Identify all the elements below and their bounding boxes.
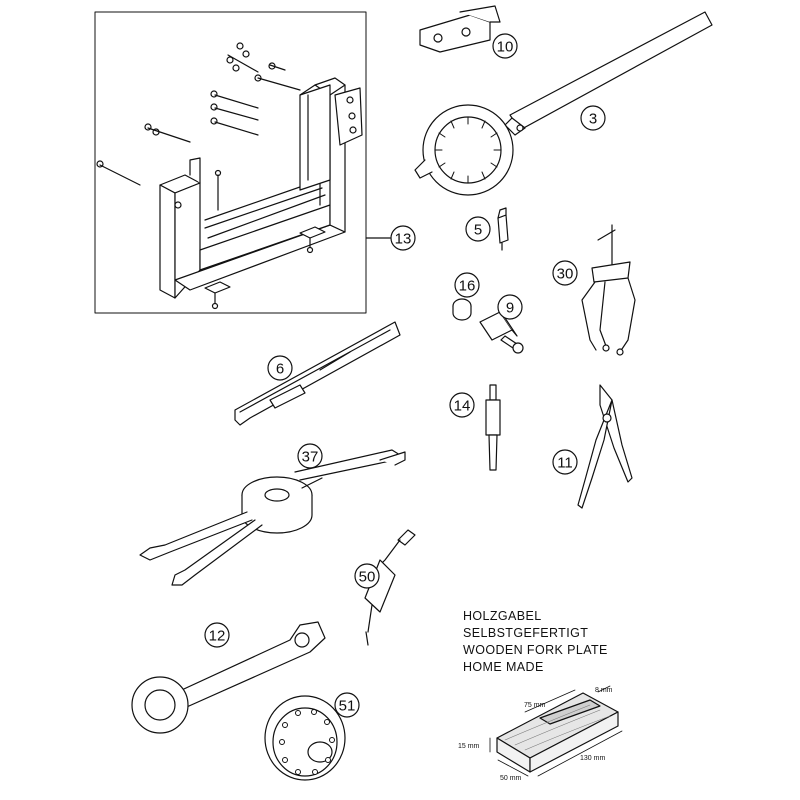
- svg-text:9: 9: [506, 300, 514, 317]
- tool-5-pin: 5: [465, 207, 509, 251]
- callout-37: 37: [297, 443, 323, 469]
- callout-9: 9: [497, 294, 523, 320]
- dim-height: 15 mm: [458, 743, 480, 750]
- engine-stand-frame-box: [94, 11, 367, 314]
- note-line-3: WOODEN FORK PLATE: [463, 643, 608, 657]
- svg-text:51: 51: [339, 698, 356, 715]
- callout-3: 3: [580, 105, 606, 131]
- engine-stand-bolts: [96, 42, 301, 211]
- tool-3-clutch-holder: 3: [414, 11, 713, 196]
- callout-6: 6: [267, 355, 293, 381]
- callout-51: 51: [334, 692, 360, 718]
- tool-16-sleeve: 16: [452, 272, 480, 321]
- svg-text:10: 10: [497, 39, 514, 56]
- tool-30-puller: 30: [552, 224, 636, 356]
- svg-text:6: 6: [276, 361, 284, 378]
- callout-13: 13: [390, 225, 416, 251]
- tool-14-extractor: 14: [449, 384, 501, 471]
- tool-6-gauge: 6: [234, 321, 401, 426]
- note-line-2: SELBSTGEFERTIGT: [463, 626, 588, 640]
- callout-14: 14: [449, 392, 475, 418]
- callout-5: 5: [465, 216, 491, 242]
- tool-37-holder: 37: [139, 443, 406, 586]
- dim-total-length: 130 mm: [580, 755, 605, 762]
- dim-bottom-length: 50 mm: [500, 775, 522, 782]
- wooden-fork-plate-note: HOLZGABEL SELBSTGEFERTIGT WOODEN FORK PL…: [463, 609, 608, 674]
- callout-16: 16: [454, 272, 480, 298]
- note-line-4: HOME MADE: [463, 660, 544, 674]
- note-line-1: HOLZGABEL: [463, 609, 542, 623]
- callout-11: 11: [552, 449, 578, 475]
- svg-text:14: 14: [454, 398, 471, 415]
- tool-11-pliers: 11: [552, 384, 633, 509]
- dim-top-length: 75 mm: [524, 702, 546, 709]
- engine-stand-feet: [204, 226, 326, 310]
- svg-text:5: 5: [474, 222, 482, 239]
- svg-text:30: 30: [557, 266, 574, 283]
- svg-text:11: 11: [557, 455, 573, 472]
- svg-text:37: 37: [302, 449, 319, 466]
- svg-text:50: 50: [359, 569, 376, 586]
- engine-stand-group: 13: [94, 11, 416, 314]
- engine-stand-base: [159, 77, 363, 299]
- wooden-fork-plate-drawing: 75 mm 8 mm 15 mm 50 mm 130 mm: [458, 685, 623, 782]
- callout-30: 30: [552, 260, 578, 286]
- callout-50: 50: [354, 563, 380, 589]
- tool-51-flywheel-puller: 51: [264, 692, 360, 781]
- callout-12: 12: [204, 622, 230, 648]
- dim-slot-width: 8 mm: [595, 687, 613, 694]
- svg-text:16: 16: [459, 278, 476, 295]
- tool-50-syringe: 50: [354, 529, 416, 646]
- tool-12-pin-wrench: 12: [131, 621, 326, 734]
- svg-text:3: 3: [589, 111, 597, 128]
- tool-9-insert: 9: [479, 294, 524, 354]
- tool-10-bracket: 10: [419, 5, 518, 59]
- svg-text:12: 12: [209, 628, 226, 645]
- svg-text:13: 13: [395, 231, 412, 248]
- callout-10: 10: [492, 33, 518, 59]
